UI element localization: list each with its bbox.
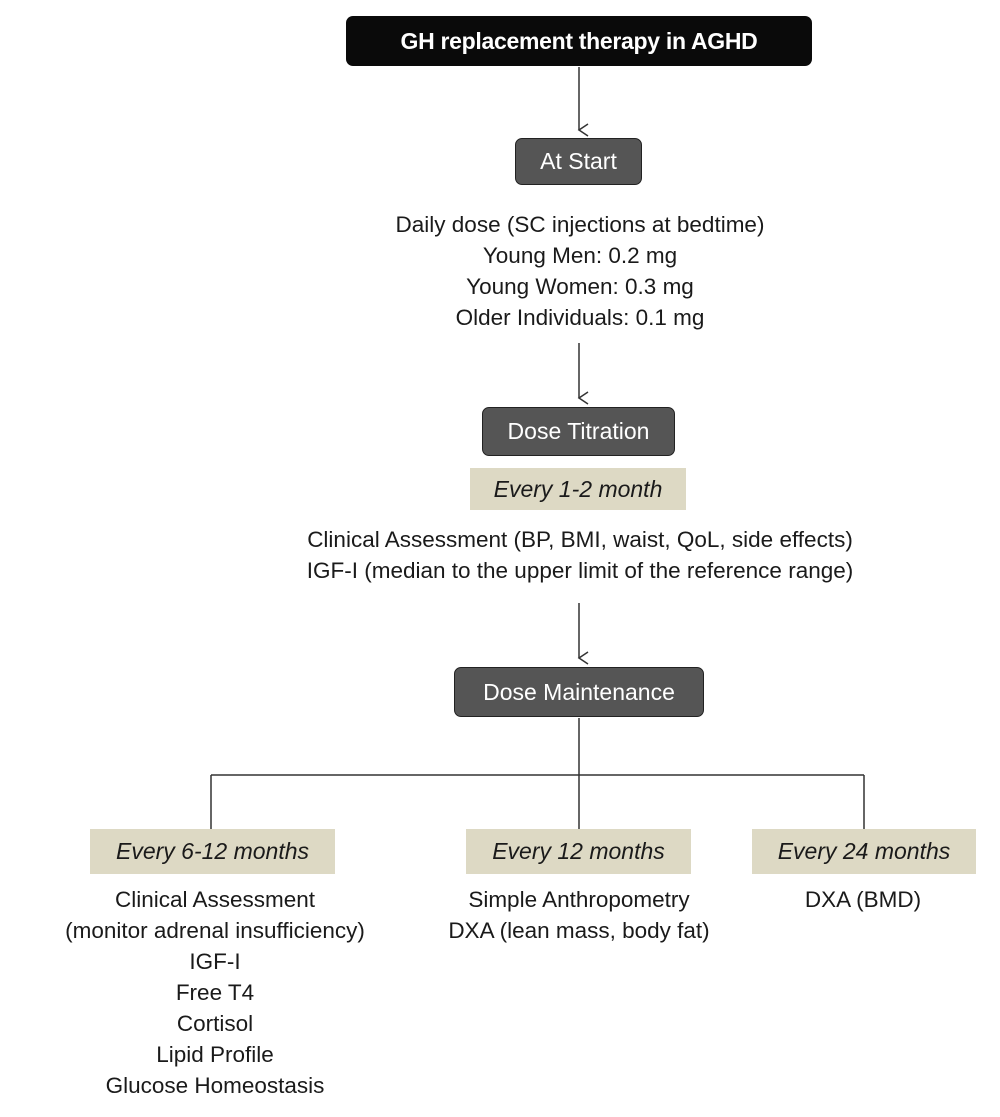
branch-1-items: Clinical Assessment (monitor adrenal ins… [20,884,410,1101]
branch-item: Simple Anthropometry [468,887,690,912]
branch-item: Lipid Profile [156,1042,274,1067]
branch-item: Free T4 [175,980,255,1005]
titration-details: Clinical Assessment (BP, BMI, waist, QoL… [180,524,980,586]
branch-item: (monitor adrenal insufficiency) [65,918,365,943]
start-detail-line: Older Individuals: 0.1 mg [455,305,705,330]
branch-frequency-24-months: Every 24 months [752,829,976,874]
branch-frequency-6-12-months: Every 6-12 months [90,829,335,874]
branch-item: Clinical Assessment [114,887,316,912]
branch-item: IGF-I [189,949,241,974]
titration-frequency: Every 1-2 month [470,468,686,510]
branch-3-items: DXA (BMD) [760,884,966,915]
stage-dose-titration: Dose Titration [482,407,675,456]
start-details: Daily dose (SC injections at bedtime) Yo… [300,209,860,333]
titration-detail-line: IGF-I (median to the upper limit of the … [306,558,854,583]
start-detail-line: Daily dose (SC injections at bedtime) [395,212,765,237]
stage-at-start: At Start [515,138,642,185]
diagram-title: GH replacement therapy in AGHD [346,16,812,66]
branch-2-items: Simple Anthropometry DXA (lean mass, bod… [400,884,758,946]
branch-item: DXA (BMD) [804,887,922,912]
branch-frequency-12-months: Every 12 months [466,829,691,874]
stage-dose-maintenance: Dose Maintenance [454,667,704,717]
branch-item: Cortisol [176,1011,254,1036]
branch-item: Glucose Homeostasis [105,1073,325,1098]
branch-item: DXA (lean mass, body fat) [448,918,710,943]
start-detail-line: Young Women: 0.3 mg [466,274,694,299]
start-detail-line: Young Men: 0.2 mg [482,243,678,268]
titration-detail-line: Clinical Assessment (BP, BMI, waist, QoL… [307,527,853,552]
